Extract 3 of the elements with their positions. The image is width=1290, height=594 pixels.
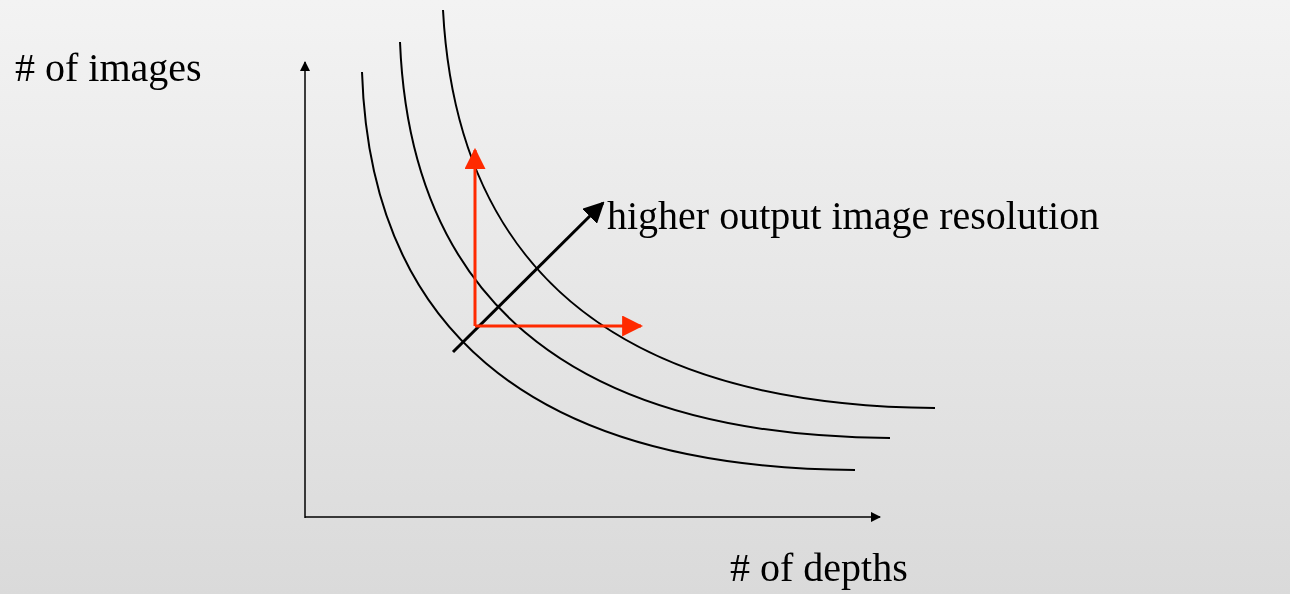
annotation-text: higher output image resolution — [607, 196, 1100, 236]
axis-label: # of images — [15, 48, 202, 88]
axis-label: # of depths — [730, 548, 908, 588]
